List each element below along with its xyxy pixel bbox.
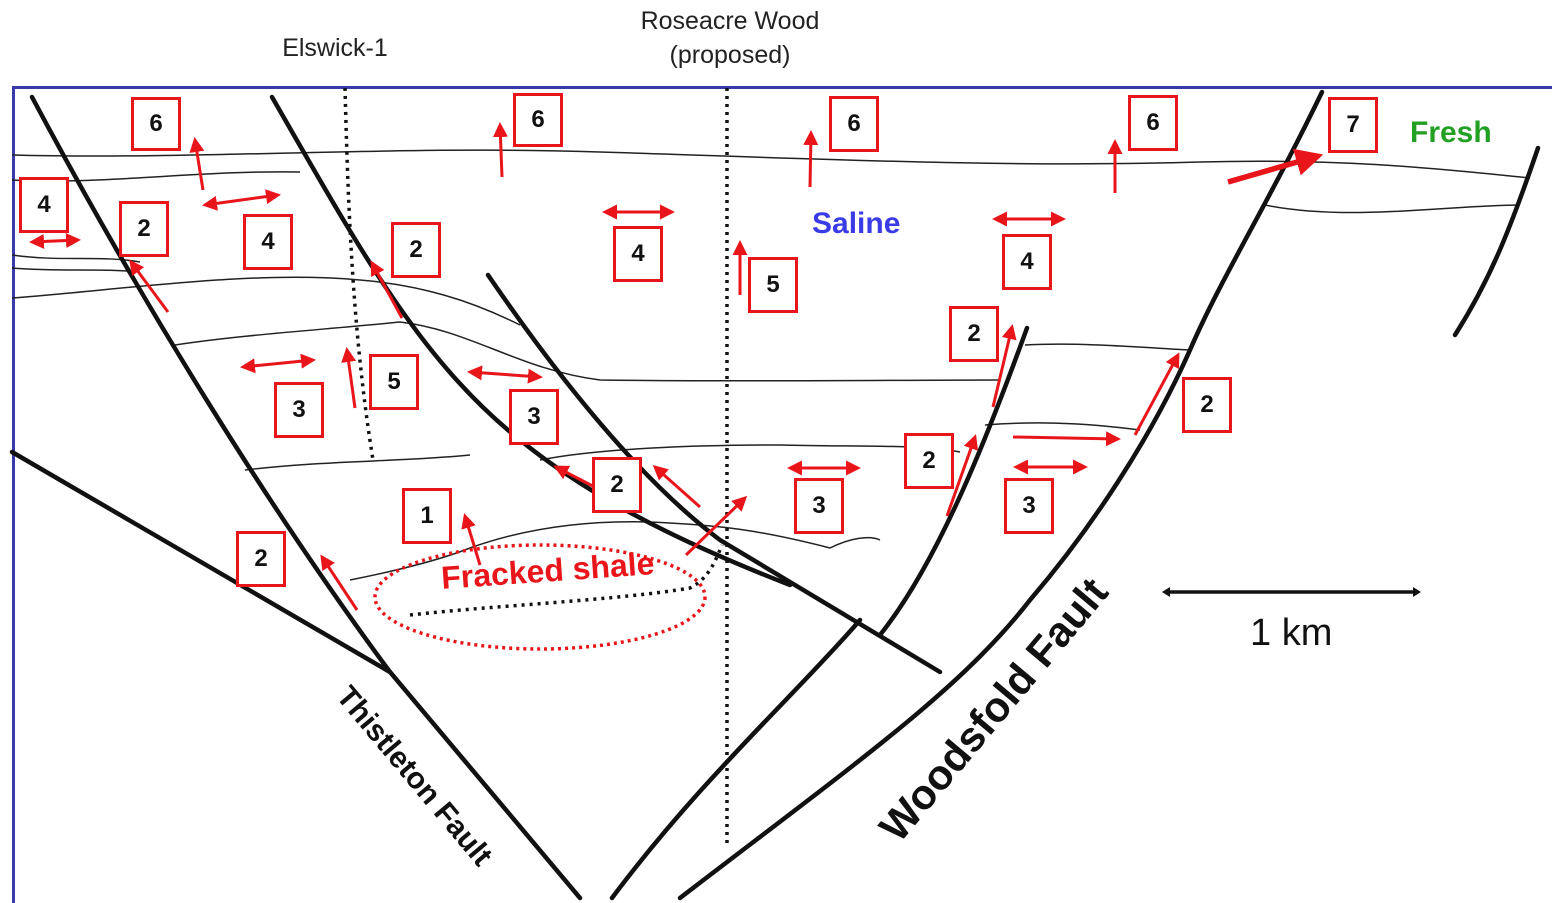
pathway-box: 6 xyxy=(131,97,181,151)
roseacre-status: (proposed) xyxy=(669,41,791,69)
double-arrows xyxy=(29,189,1088,476)
pathway-box: 6 xyxy=(1128,95,1178,151)
horizon-4 xyxy=(11,267,141,273)
pathway-box: 2 xyxy=(236,531,286,587)
pathway-box: 2 xyxy=(949,306,999,362)
horizon-10 xyxy=(349,521,881,581)
pathway-box: 7 xyxy=(1328,97,1378,153)
pathway-box: 3 xyxy=(794,478,844,534)
pathway-box: 4 xyxy=(613,226,663,282)
pathway-box: 2 xyxy=(592,457,642,513)
pathway-box: 3 xyxy=(1004,478,1054,534)
pathway-box: 3 xyxy=(274,382,324,438)
pathway-box: 4 xyxy=(1002,234,1052,290)
pathway-box: 2 xyxy=(1182,377,1232,433)
roseacre-well-label: Roseacre Wood (proposed) xyxy=(590,4,870,72)
pathway-box: 6 xyxy=(513,93,563,147)
fracked-shale-ellipse xyxy=(373,543,707,651)
pathway-box: 1 xyxy=(402,488,452,544)
horizon-7 xyxy=(1024,343,1191,351)
pathway-box: 6 xyxy=(829,96,879,152)
fault-thistleton-line xyxy=(29,94,583,901)
pathway-box: 2 xyxy=(391,222,441,278)
wells-dotted xyxy=(343,87,729,845)
scale-bar xyxy=(1162,587,1421,597)
flow-arrows xyxy=(129,122,1324,611)
pathway-box: 3 xyxy=(509,389,559,445)
fault-branch-west xyxy=(9,449,393,675)
scale-bar-label: 1 km xyxy=(1250,612,1333,654)
pathway-box: 4 xyxy=(243,214,293,270)
saline-label: Saline xyxy=(812,207,901,240)
pathway-box: 4 xyxy=(19,177,69,233)
fault-east-1 xyxy=(877,325,1030,638)
fault-lines xyxy=(9,89,1541,901)
horizon-5 xyxy=(11,276,521,326)
fresh-label: Fresh xyxy=(1410,116,1492,149)
strata-lines xyxy=(11,149,1531,581)
horizon-6 xyxy=(174,321,1001,382)
fault-listric-1 xyxy=(269,94,793,588)
elswick-well xyxy=(343,87,375,461)
fault-far-east xyxy=(1452,145,1541,338)
pathway-box: 2 xyxy=(119,201,169,257)
fault-central xyxy=(609,617,863,901)
horizon-2 xyxy=(11,171,1521,214)
pathway-box: 5 xyxy=(369,354,419,410)
elswick-well-label: Elswick-1 xyxy=(282,34,388,62)
fault-listric-2 xyxy=(485,272,943,675)
horizon-3 xyxy=(11,254,141,263)
fault-woodsfold-line xyxy=(677,89,1325,901)
pathway-box: 5 xyxy=(748,257,798,313)
horizon-1 xyxy=(11,149,1531,179)
horizon-9 xyxy=(984,422,1141,431)
pathway-box: 2 xyxy=(904,433,954,489)
shale-horizontal xyxy=(409,544,724,617)
roseacre-name: Roseacre Wood xyxy=(640,7,820,35)
